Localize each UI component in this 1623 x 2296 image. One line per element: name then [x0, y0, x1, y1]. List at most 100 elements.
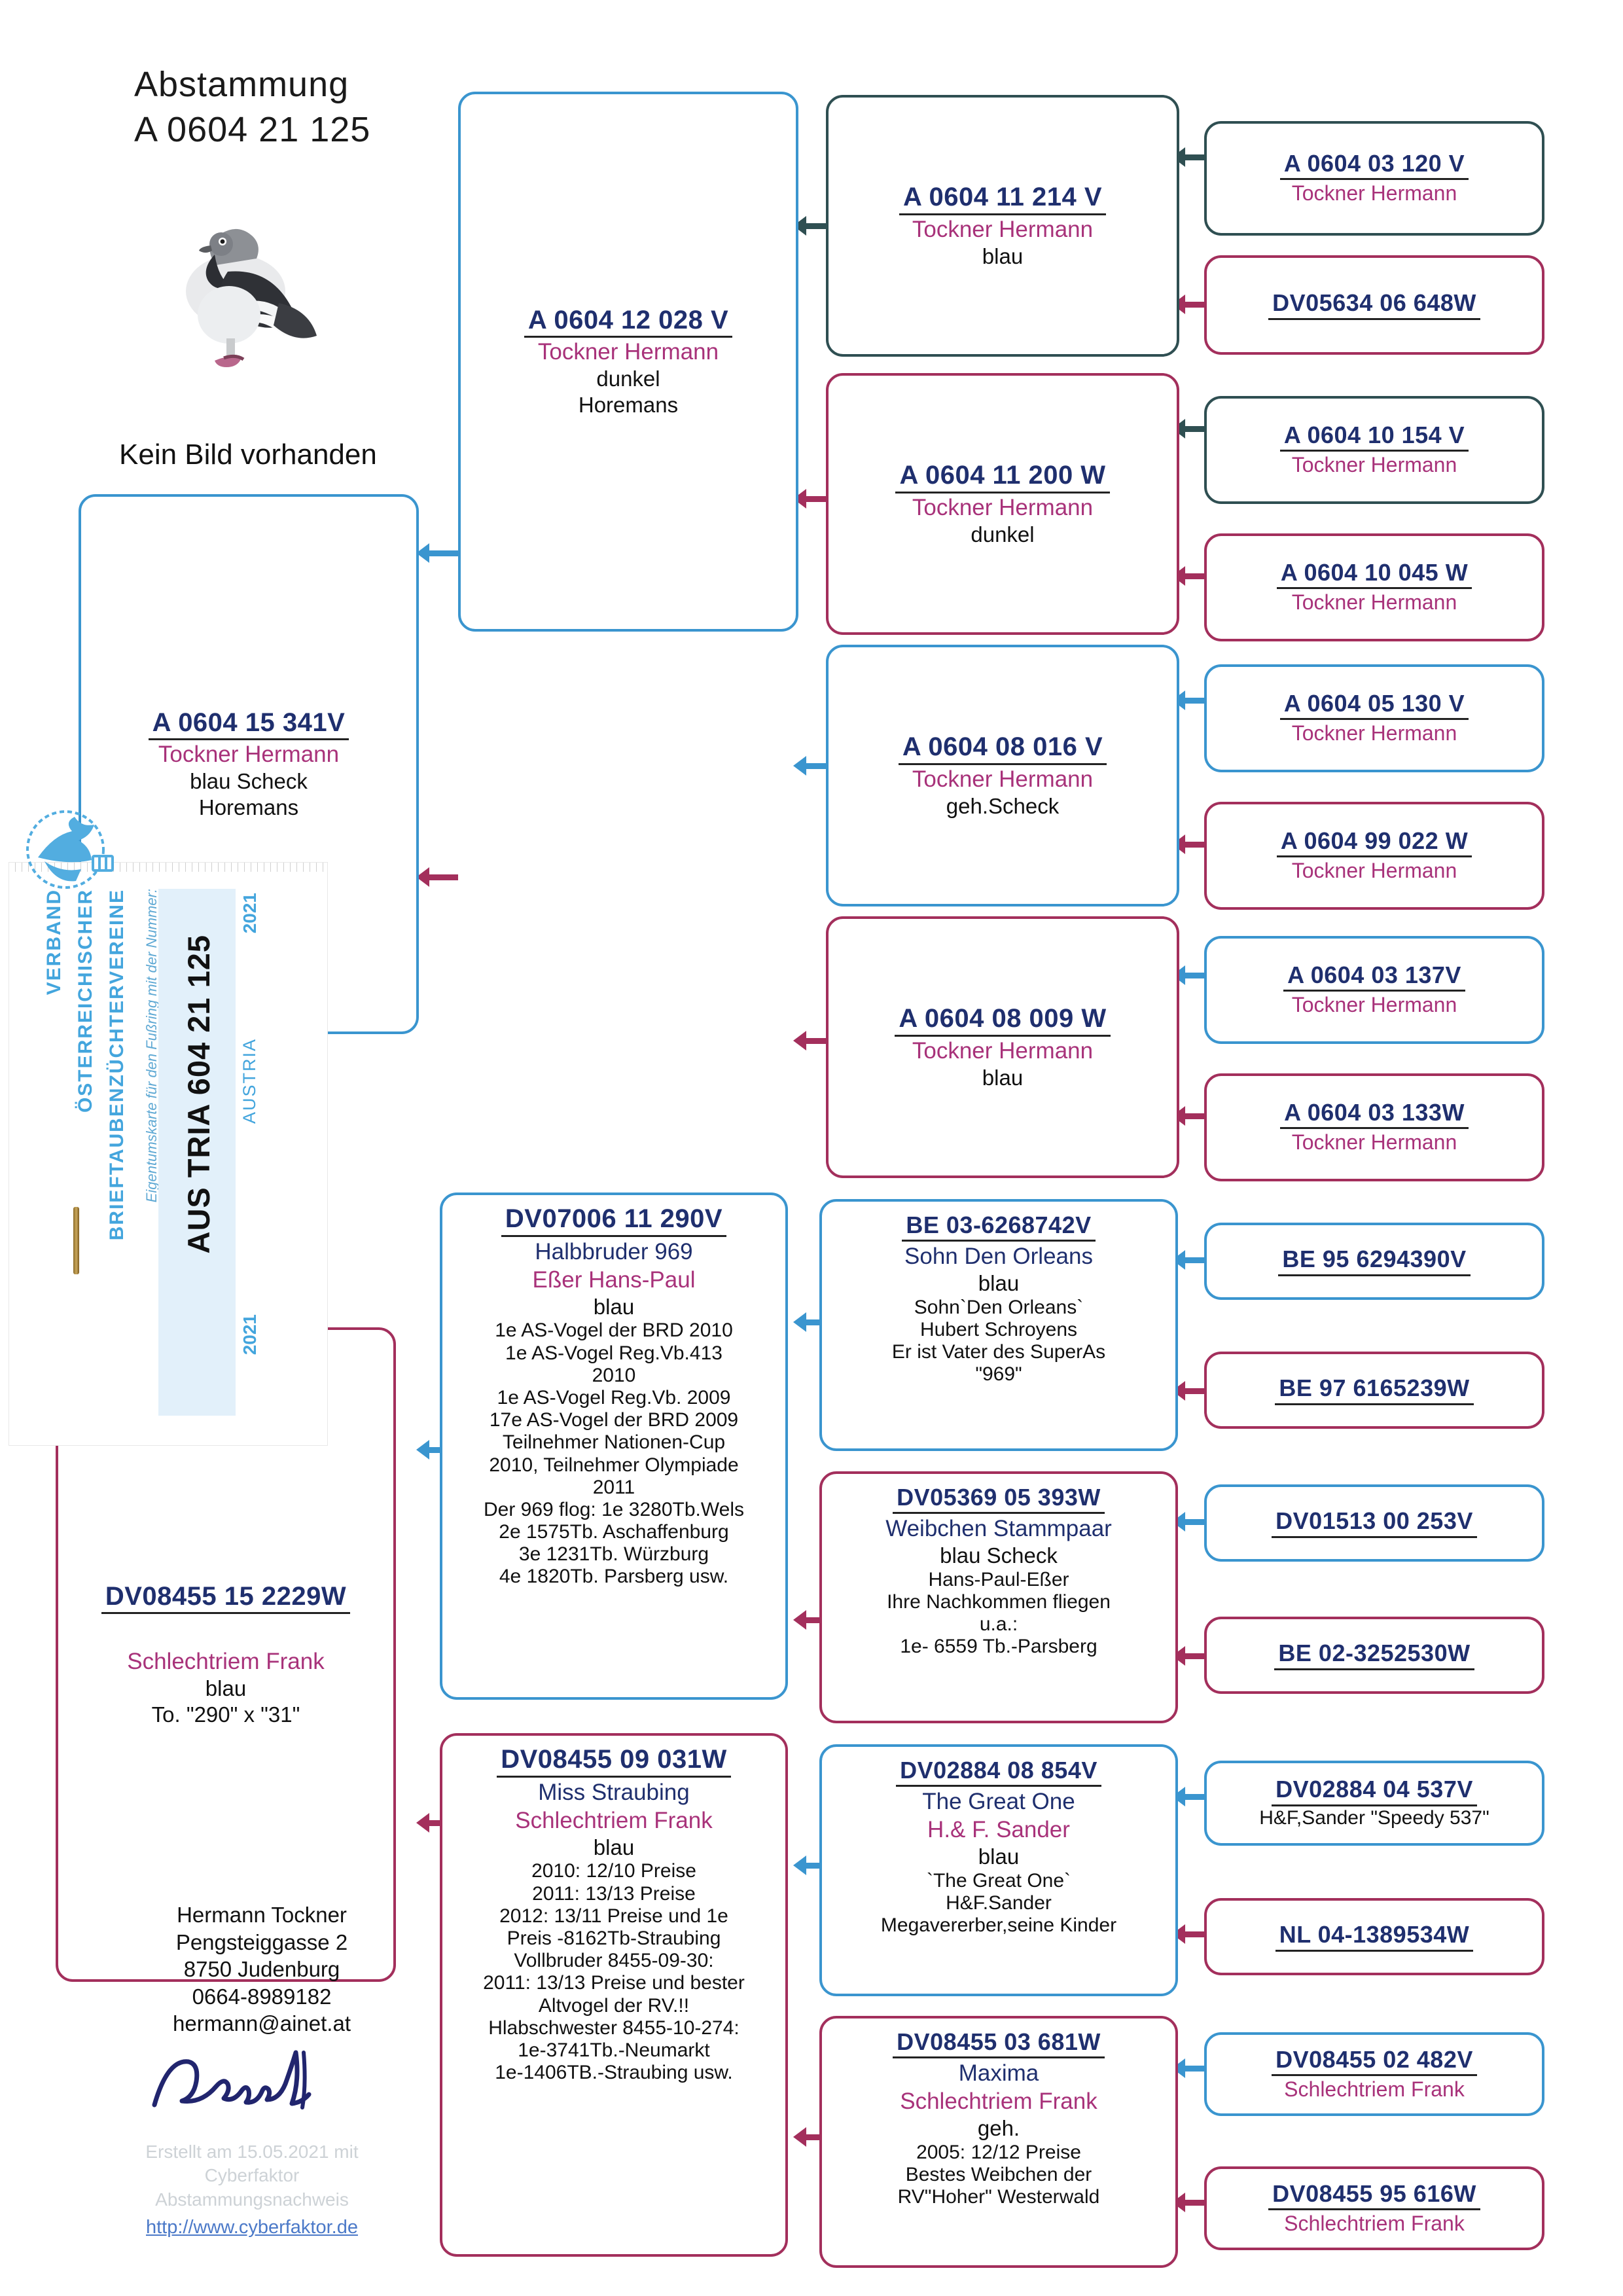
note-line: 2011: 13/13 Preise: [532, 1882, 696, 1905]
generated-note: Erstellt am 15.05.2021 mit Cyberfaktor A…: [145, 2142, 359, 2210]
note-line: u.a.:: [979, 1613, 1018, 1636]
pedigree-box-ml-gen4-6[interactable]: NL 04-1389534W: [1204, 1898, 1544, 1975]
owner-name: Tockner Hermann: [1291, 721, 1457, 745]
nickname: Maxima: [958, 2060, 1039, 2087]
ring-number: A 0604 12 028 V: [524, 306, 733, 338]
pedigree-box-ml-gen4-8[interactable]: DV08455 95 616W Schlechtriem Frank: [1204, 2166, 1544, 2250]
owner-name: Tockner Hermann: [1291, 859, 1457, 883]
note-line: 1e AS-Vogel Reg.Vb. 2009: [497, 1386, 731, 1408]
pigeon-photo: [186, 228, 317, 367]
owner-name: Eßer Hans-Paul: [532, 1266, 696, 1293]
note-line: 2010: 12/10 Preise: [531, 1860, 696, 1882]
owner-name: Tockner Hermann: [1291, 181, 1457, 206]
pedigree-box-ml-gen2-2[interactable]: DV08455 09 031W Miss Straubing Schlechtr…: [440, 1733, 788, 2257]
note-line: 1e-3741Tb.-Neumarkt: [518, 2039, 710, 2061]
pedigree-box-ml-gen4-2[interactable]: BE 97 6165239W: [1204, 1352, 1544, 1429]
note-line: 17e AS-Vogel der BRD 2009: [489, 1409, 739, 1431]
pedigree-box-ml-gen4-1[interactable]: BE 95 6294390V: [1204, 1223, 1544, 1300]
owner-name: Schlechtriem Frank: [1284, 2077, 1465, 2101]
owner-name: Tockner Hermann: [912, 494, 1094, 520]
owner-name: Tockner Hermann: [1291, 1130, 1457, 1155]
ring-number: A 0604 03 120 V: [1279, 150, 1469, 181]
owner-name: Tockner Hermann: [912, 216, 1094, 242]
owner-name: Tockner Hermann: [912, 1037, 1094, 1064]
note-line: Hlabschwester 8455-10-274:: [488, 2017, 740, 2039]
ring-number: BE 95 6294390V: [1278, 1246, 1471, 1276]
pedigree-box-gen3-2[interactable]: DV05634 06 648W: [1204, 255, 1544, 355]
note-line: 3e 1231Tb. Würzburg: [518, 1543, 709, 1566]
breeder-address: Hermann Tockner Pengsteiggasse 2 8750 Ju…: [173, 1903, 351, 2036]
color-attr: blau: [593, 1835, 635, 1859]
note-line: 2010: [592, 1364, 636, 1386]
note-line: Bestes Weibchen der: [905, 2164, 1092, 2186]
color-attr: dunkel: [596, 367, 660, 391]
ring-number: A 0604 10 045 W: [1276, 559, 1472, 590]
card-org-line1: VERBAND: [43, 889, 65, 996]
ownership-card-overlay: VERBAND ÖSTERREICHISCHER BRIEFTAUBENZÜCH…: [9, 863, 327, 1445]
note-line: 1e- 6559 Tb.-Parsberg: [900, 1636, 1097, 1658]
pedigree-box-gen3-5[interactable]: A 0604 05 130 V Tockner Hermann: [1204, 664, 1544, 772]
ring-number: A 0604 08 016 V: [898, 732, 1107, 765]
owner-name: H.& F. Sander: [927, 1817, 1070, 1843]
owner-name: Schlechtriem Frank: [515, 1807, 713, 1833]
ring-number: DV02884 04 537V: [1272, 1776, 1477, 1806]
pedigree-box-ml-gen4-5[interactable]: DV02884 04 537V H&F,Sander "Speedy 537": [1204, 1761, 1544, 1846]
owner-name: Tockner Hermann: [912, 766, 1094, 792]
pedigree-box-gen2-1[interactable]: A 0604 11 214 V Tockner Hermann blau: [826, 95, 1179, 357]
pedigree-box-gen3-4[interactable]: A 0604 10 045 W Tockner Hermann: [1204, 533, 1544, 641]
color-attr: blau: [982, 1065, 1024, 1090]
pedigree-box-gen3-8[interactable]: A 0604 03 133W Tockner Hermann: [1204, 1073, 1544, 1181]
color-attr: dunkel: [971, 522, 1035, 547]
ring-number: BE 03-6268742V: [902, 1211, 1096, 1242]
nickname: Halbbruder 969: [535, 1238, 693, 1265]
color-attr: geh.: [977, 2116, 1020, 2141]
pedigree-box-ml-gen2-1[interactable]: DV07006 11 290V Halbbruder 969 Eßer Hans…: [440, 1193, 788, 1700]
pedigree-box-ml-gen3-3[interactable]: DV02884 08 854V The Great One H.& F. San…: [819, 1744, 1178, 1996]
ring-number: BE 02-3252530W: [1274, 1640, 1474, 1670]
card-org-line3: BRIEFTAUBENZÜCHTERVEREINE: [106, 889, 128, 1241]
pedigree-box-ml-gen4-7[interactable]: DV08455 02 482V Schlechtriem Frank: [1204, 2032, 1544, 2116]
pedigree-box-gen3-6[interactable]: A 0604 99 022 W Tockner Hermann: [1204, 802, 1544, 910]
pedigree-box-ml-gen3-4[interactable]: DV08455 03 681W Maxima Schlechtriem Fran…: [819, 2016, 1178, 2268]
owner-name: Tockner Hermann: [1291, 993, 1457, 1017]
owner-name: Schlechtriem Frank: [127, 1649, 325, 1675]
note-line: 2012: 13/11 Preise und 1e: [499, 1905, 728, 1927]
note-line: `The Great One`: [926, 1869, 1071, 1892]
note-line: 1e-1406TB.-Straubing usw.: [495, 2062, 733, 2084]
card-ring-number: AUS TRIA 604 21 125: [181, 935, 216, 1254]
pedigree-box-ml-gen3-1[interactable]: BE 03-6268742V Sohn Den Orleans blau Soh…: [819, 1199, 1178, 1451]
color-attr: blau: [978, 1271, 1020, 1296]
pedigree-box-gen3-1[interactable]: A 0604 03 120 V Tockner Hermann: [1204, 121, 1544, 236]
pedigree-box-gen2-2[interactable]: A 0604 11 200 W Tockner Hermann dunkel: [826, 373, 1179, 635]
note-line: 2010, Teilnehmer Olympiade: [489, 1454, 739, 1476]
pedigree-box-ml-gen3-2[interactable]: DV05369 05 393W Weibchen Stammpaar blau …: [819, 1471, 1178, 1723]
cyberfaktor-link[interactable]: http://www.cyberfaktor.de: [146, 2217, 358, 2238]
note-line: Hubert Schroyens: [919, 1319, 1078, 1341]
pedigree-box-ml-gen4-3[interactable]: DV01513 00 253V: [1204, 1484, 1544, 1562]
ring-number: NL 04-1389534W: [1275, 1922, 1474, 1952]
pedigree-box-gen3-7[interactable]: A 0604 03 137V Tockner Hermann: [1204, 936, 1544, 1044]
note-line: Er ist Vater des SuperAs: [891, 1341, 1106, 1363]
ring-number: DV08455 15 2229W: [101, 1582, 351, 1615]
ring-number: DV08455 02 482V: [1272, 2046, 1477, 2076]
owner-note: H&F,Sander "Speedy 537": [1259, 1806, 1489, 1829]
owner-name: Schlechtriem Frank: [900, 2089, 1097, 2115]
pedigree-box-gen2-3[interactable]: A 0604 08 016 V Tockner Hermann geh.Sche…: [826, 645, 1179, 906]
pedigree-box-sire[interactable]: A 0604 12 028 V Tockner Hermann dunkel H…: [458, 92, 798, 632]
ring-number: A 0604 15 341V: [148, 708, 349, 741]
pedigree-box-gen2-4[interactable]: A 0604 08 009 W Tockner Hermann blau: [826, 916, 1179, 1178]
pedigree-box-ml-gen4-4[interactable]: BE 02-3252530W: [1204, 1617, 1544, 1694]
ring-number: DV05634 06 648W: [1268, 290, 1480, 320]
color-attr: blau: [982, 243, 1024, 268]
color-attr: geh.Scheck: [946, 793, 1060, 818]
note-line: RV"Hoher" Westerwald: [897, 2186, 1100, 2208]
nickname: The Great One: [922, 1789, 1075, 1815]
note-line: Altvogel der RV.!!: [538, 1994, 690, 2017]
ring-number: DV08455 95 616W: [1268, 2180, 1480, 2210]
pedigree-box-gen3-3[interactable]: A 0604 10 154 V Tockner Hermann: [1204, 396, 1544, 504]
signature: [152, 2050, 312, 2109]
